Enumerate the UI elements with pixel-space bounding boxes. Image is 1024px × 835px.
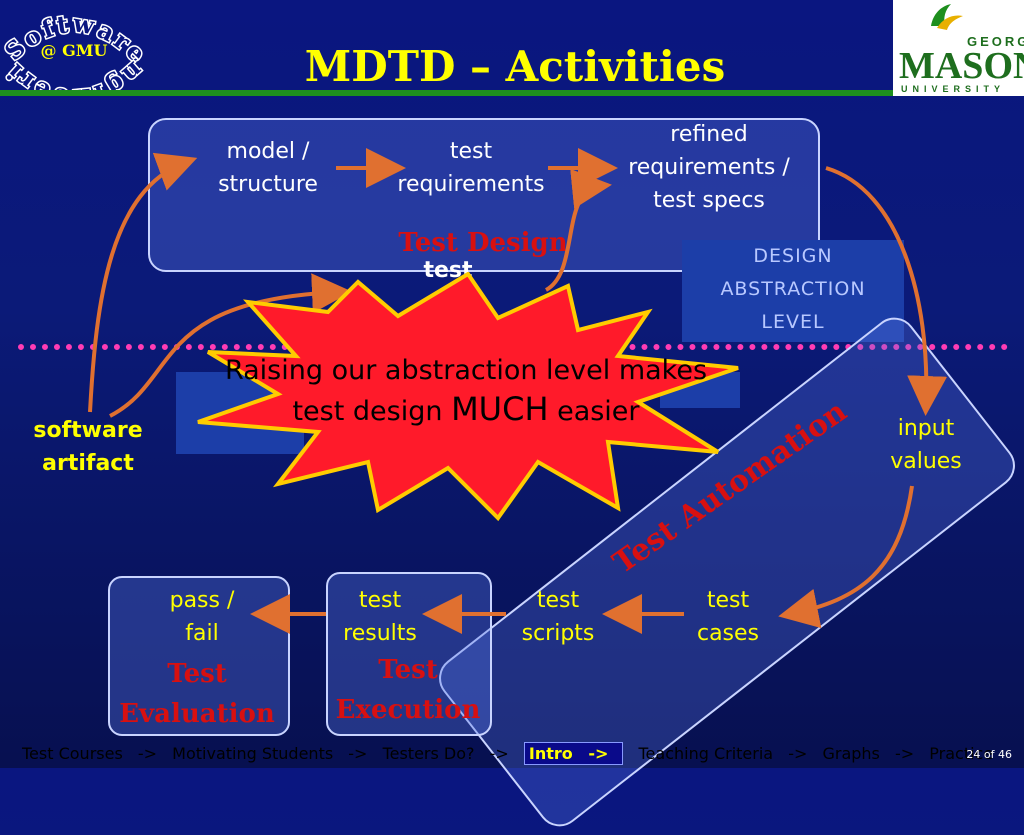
nav-motivating-students[interactable]: Motivating Students [172,744,334,763]
arrow-artifact-to-model [88,152,198,413]
george-mason-logo: GEORGE MASON UNIVERSITY [893,0,1024,96]
arrow-artifact-to-burst [109,273,352,418]
arrow-input-to-cases [778,485,914,629]
slide-title: MDTD – Activities [304,42,726,91]
nav-intro-current[interactable]: Intro -> [523,742,624,765]
starburst-callout [197,272,739,522]
software-engineering-logo: Software E ngineering @ GMU [4,6,144,90]
nav-arrow: -> [788,744,808,763]
svg-text:UNIVERSITY: UNIVERSITY [901,84,1005,94]
nav-test-courses[interactable]: Test Courses [22,744,123,763]
test-execution-region [326,572,492,736]
arrow-refined-to-input [825,166,948,416]
nav-practice[interactable]: Practice [929,744,994,763]
flow-arrows [88,148,948,634]
svg-text:GEORGE: GEORGE [967,34,1024,49]
nav-arrow: -> [489,744,509,763]
model-structure-node: model /structure [218,139,318,197]
nav-arrow: -> [348,744,368,763]
title-divider [0,90,893,96]
nav-arrow: -> [894,744,915,763]
nav-teaching-criteria[interactable]: Teaching Criteria [638,744,774,763]
footer-navigation: Test Courses -> Motivating Students -> T… [22,742,1003,765]
svg-text:MASON: MASON [899,45,1024,87]
pass-fail-node: pass /fail [169,588,235,646]
nav-arrow: -> [137,744,158,763]
svg-text:@ GMU: @ GMU [41,41,108,60]
burst-message: Raising our abstraction level makes test… [224,355,708,428]
nav-graphs[interactable]: Graphs [822,744,880,763]
page-number: 24 of 46 [966,748,1012,761]
test-design-label: Test Design [398,228,568,258]
arrow-burst-to-refined [544,168,612,292]
nav-testers-do[interactable]: Testers Do? [382,744,475,763]
